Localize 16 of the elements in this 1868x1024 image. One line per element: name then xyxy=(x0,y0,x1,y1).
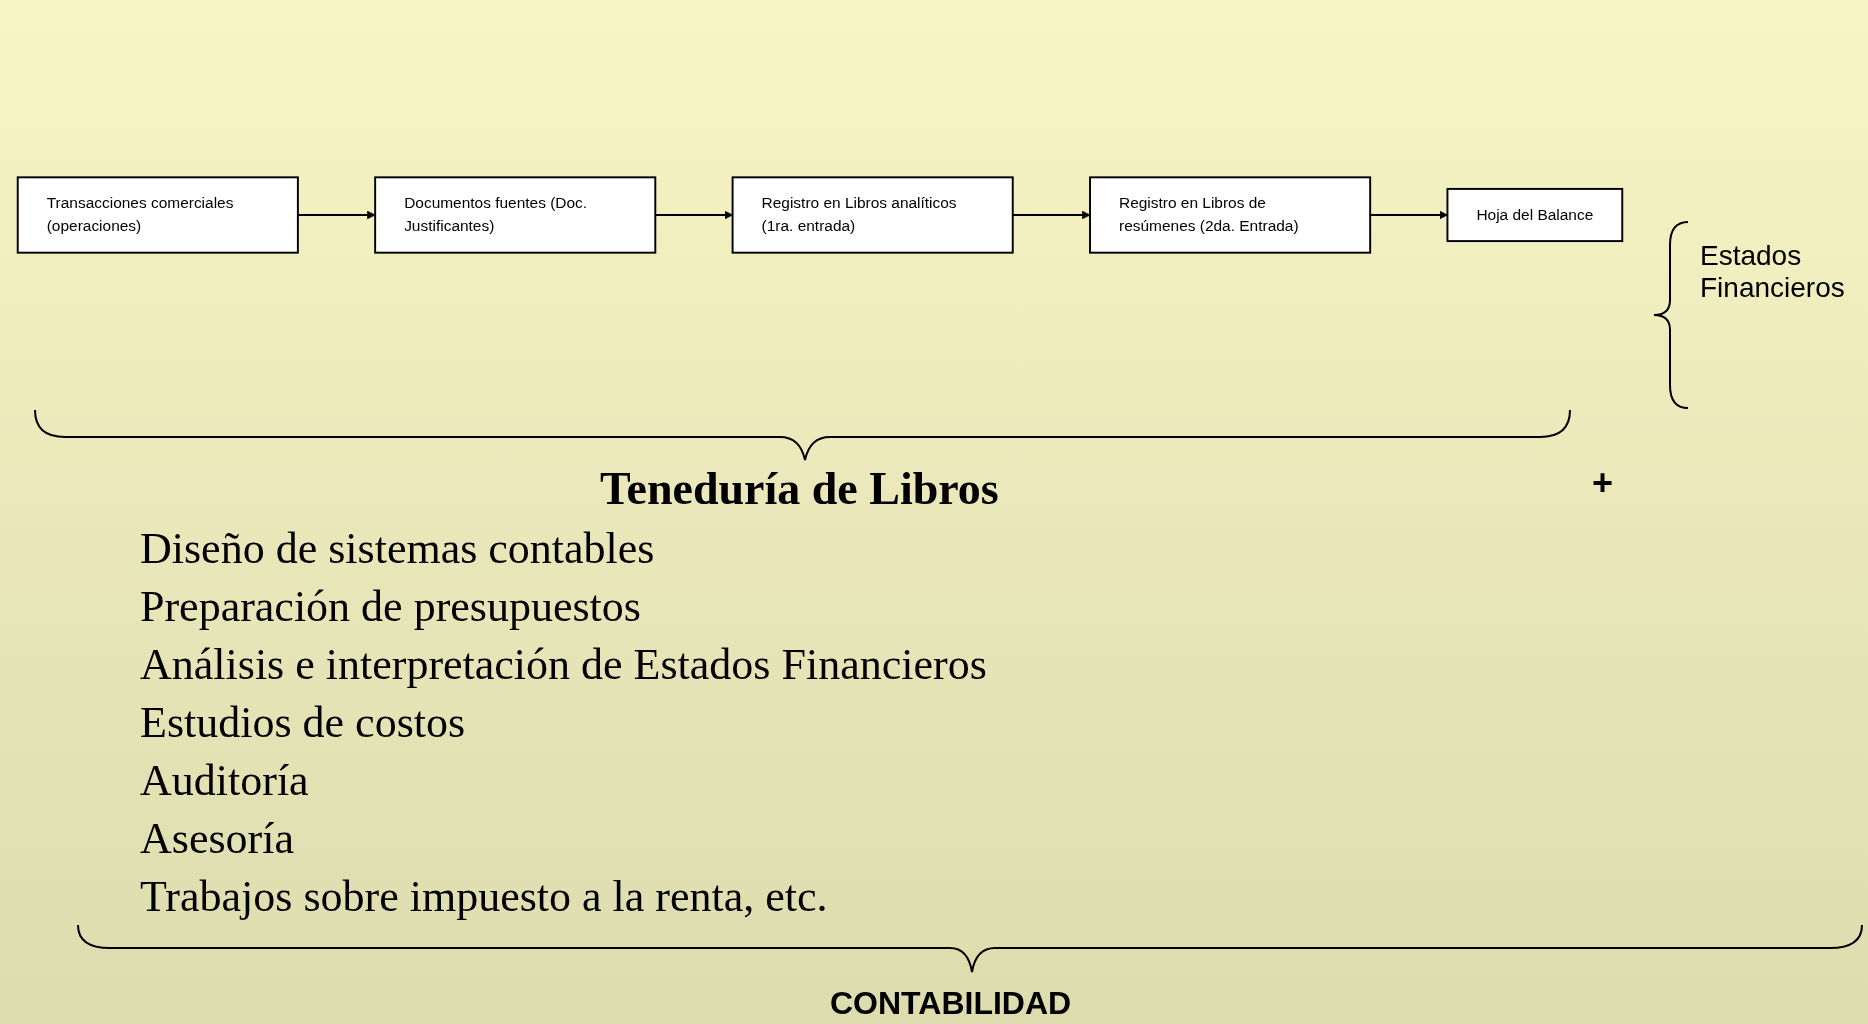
node-box: Registro en Libros analíticos (1ra. entrada) xyxy=(731,176,1014,254)
list-item: Auditoría xyxy=(140,755,310,807)
node-box: Registro en Libros de resúmenes (2da. Entrada) xyxy=(1089,176,1372,254)
brace-label: Estados Financieros xyxy=(1700,240,1846,304)
node-box: Hoja del Balance xyxy=(1446,187,1624,243)
section-heading: CONTABILIDAD xyxy=(830,985,1072,1022)
list-item: Trabajos sobre impuesto a la renta, etc. xyxy=(140,871,829,923)
list-item: Preparación de presupuestos xyxy=(140,581,642,633)
list-item: Asesoría xyxy=(140,813,295,865)
node-box: Transacciones comerciales (operaciones) xyxy=(16,176,299,254)
node-box: Documentos fuentes (Doc. Justificantes) xyxy=(374,176,657,254)
section-heading: Teneduría de Libros xyxy=(600,462,999,515)
list-item: Estudios de costos xyxy=(140,697,467,749)
plus-sign: + xyxy=(1592,462,1614,504)
list-item: Diseño de sistemas contables xyxy=(140,523,656,575)
list-item: Análisis e interpretación de Estados Financieros xyxy=(140,639,987,691)
